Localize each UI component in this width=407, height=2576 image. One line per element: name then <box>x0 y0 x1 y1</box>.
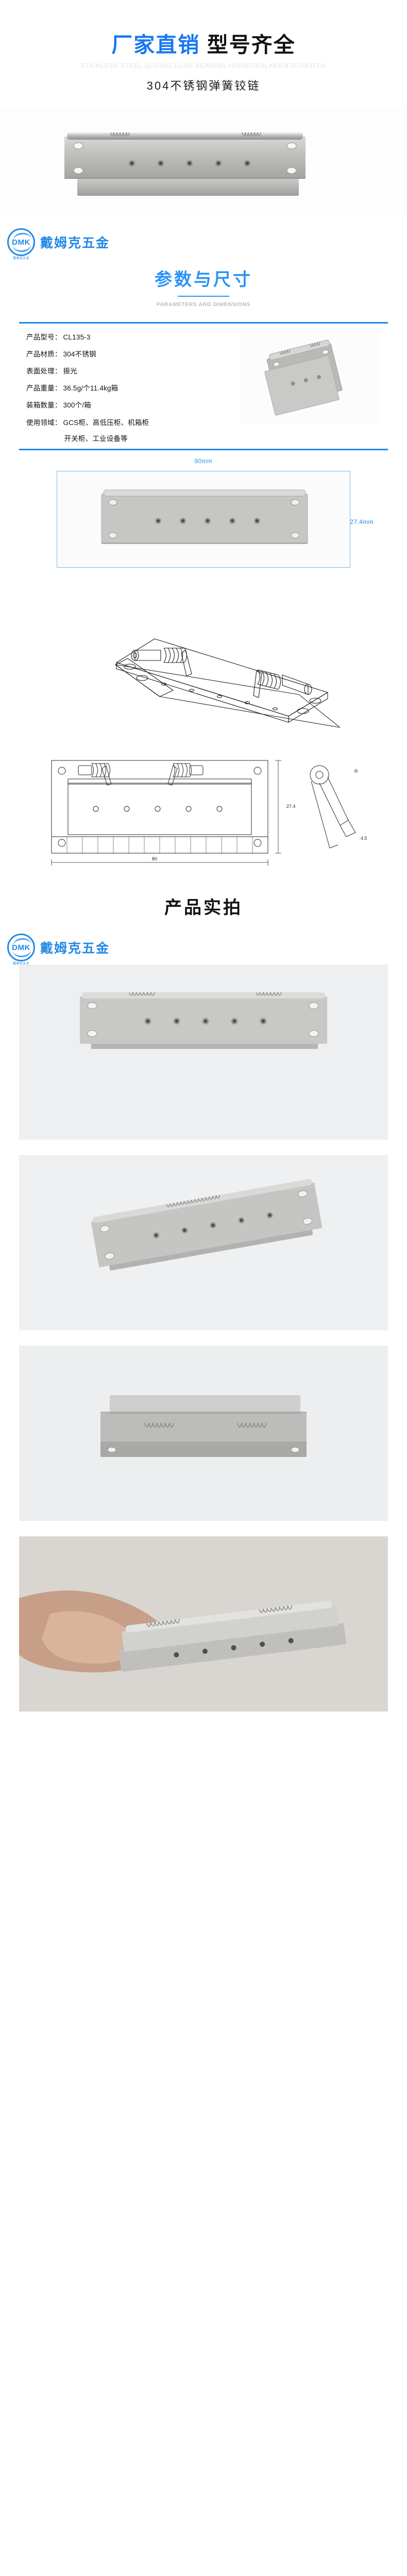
drawing-dim-height: 27.4 <box>286 804 296 809</box>
logo-mark-caption: 戴姆克五金 <box>13 962 29 966</box>
spec-value: 36.5g/个11.4kg箱 <box>63 384 118 393</box>
hero-title-accent: 厂家直销 <box>111 33 200 57</box>
section-english-parameters: PARAMETERS AND DIMENSIONS <box>156 301 251 308</box>
spec-value: CL135-3 <box>63 333 91 341</box>
dimension-diagram: 80mm <box>19 457 388 568</box>
hero-product-photo <box>0 107 407 215</box>
logo-swoosh-bottom-icon <box>12 244 32 253</box>
parameters-heading: 参数与尺寸 PARAMETERS AND DIMENSIONS <box>0 256 407 310</box>
gallery-photo-4[interactable] <box>19 1536 388 1712</box>
spec-label: 产品型号 <box>26 333 55 341</box>
spec-colon: ： <box>54 384 62 393</box>
section-title-real-shots: 产品实拍 <box>164 897 243 918</box>
technical-line-drawing: 80 27.4 R 4.5 <box>0 729 407 884</box>
brand-logo: DMK 戴姆克五金 戴姆克五金 <box>0 215 407 260</box>
logo-mark-text: DMK <box>12 943 30 952</box>
dimension-photo-frame <box>57 470 350 568</box>
gallery-photo-3[interactable] <box>19 1346 388 1521</box>
spec-row: 产品型号 ： CL135-3 <box>26 333 241 342</box>
spec-colon: ： <box>54 333 62 341</box>
hero-banner: 厂家直销 型号齐全 STAINLESS STEEL SLIDING LOAD-B… <box>0 0 407 93</box>
spec-list: 产品型号 ： CL135-3 产品材质 ： 304不锈钢 表面处理 ： 振光 <box>19 332 241 444</box>
spec-row: 产品材质 ： 304不锈钢 <box>26 350 241 359</box>
section-title-parameters: 参数与尺寸 <box>155 270 252 290</box>
isometric-line-drawing <box>0 572 407 727</box>
gallery-photo-2[interactable] <box>19 1155 388 1331</box>
spec-colon: ： <box>54 367 62 375</box>
gallery-photo-1[interactable] <box>19 964 388 1140</box>
hero-title: 厂家直销 型号齐全 <box>0 32 407 58</box>
spec-value-line2: 开关柜、工业设备等 <box>64 434 128 443</box>
real-shots-section: 产品实拍 DMK 戴姆克五金 戴姆克五金 <box>0 884 407 1733</box>
brand-name: 戴姆克五金 <box>40 236 110 251</box>
product-photo-gallery <box>0 961 407 1732</box>
spec-value: GCS柜、高低压柜、机箱柜 开关柜、工业设备等 <box>63 418 241 444</box>
hero-title-plain: 型号齐全 <box>207 33 296 57</box>
brand-name: 戴姆克五金 <box>40 941 110 956</box>
logo-mark-text: DMK <box>12 238 30 247</box>
spec-value-line1: GCS柜、高低压柜、机箱柜 <box>63 418 149 427</box>
drawing-note-r: R <box>354 769 358 774</box>
spec-label: 使用领域 <box>26 418 55 427</box>
dimension-height-label: 27.4mm <box>350 518 374 526</box>
logo-mark-caption: 戴姆克五金 <box>13 257 29 261</box>
dmk-logo-icon: DMK 戴姆克五金 <box>7 228 35 260</box>
spec-row: 使用领域 ： GCS柜、高低压柜、机箱柜 开关柜、工业设备等 <box>26 418 241 444</box>
spec-label: 产品重量 <box>26 384 55 393</box>
logo-swoosh-bottom-icon <box>12 950 32 958</box>
spec-colon: ： <box>54 401 62 410</box>
real-shots-heading: 产品实拍 <box>0 884 407 921</box>
dmk-logo-icon: DMK 戴姆克五金 <box>7 934 35 965</box>
spec-value: 304不锈钢 <box>63 350 96 358</box>
spec-product-photo <box>241 331 388 444</box>
hero-subtitle: 304不锈钢弹簧铰链 <box>146 79 261 93</box>
spec-label: 表面处理 <box>26 367 55 375</box>
brand-logo-secondary: DMK 戴姆克五金 戴姆克五金 <box>0 920 407 965</box>
spec-label: 产品材质 <box>26 350 55 358</box>
spec-colon: ： <box>54 418 62 427</box>
spec-top-rule <box>19 322 388 324</box>
spec-panel: 产品型号 ： CL135-3 产品材质 ： 304不锈钢 表面处理 ： 振光 <box>19 322 388 450</box>
product-detail-page: 厂家直销 型号齐全 STAINLESS STEEL SLIDING LOAD-B… <box>0 0 407 1733</box>
spec-bottom-rule <box>19 449 388 450</box>
spec-colon: ： <box>54 350 62 358</box>
spec-value: 振光 <box>63 367 77 375</box>
dimension-width-label: 80mm <box>194 457 213 465</box>
spec-row: 装箱数量 ： 300个/箱 <box>26 401 241 410</box>
drawing-note-4: 4.5 <box>361 836 367 841</box>
parameters-section: DMK 戴姆克五金 戴姆克五金 参数与尺寸 PARAMETERS AND DIM… <box>0 215 407 884</box>
hero-english-tagline: STAINLESS STEEL SLIDING LOAD-BEARING HIN… <box>80 62 327 70</box>
spec-value: 300个/箱 <box>63 401 91 410</box>
title-underline <box>178 296 229 297</box>
spec-row: 产品重量 ： 36.5g/个11.4kg箱 <box>26 384 241 393</box>
spec-label: 装箱数量 <box>26 401 55 410</box>
spec-row: 表面处理 ： 振光 <box>26 367 241 376</box>
logo-swoosh-top-icon <box>12 232 32 241</box>
drawing-dim-width: 80 <box>152 856 157 861</box>
